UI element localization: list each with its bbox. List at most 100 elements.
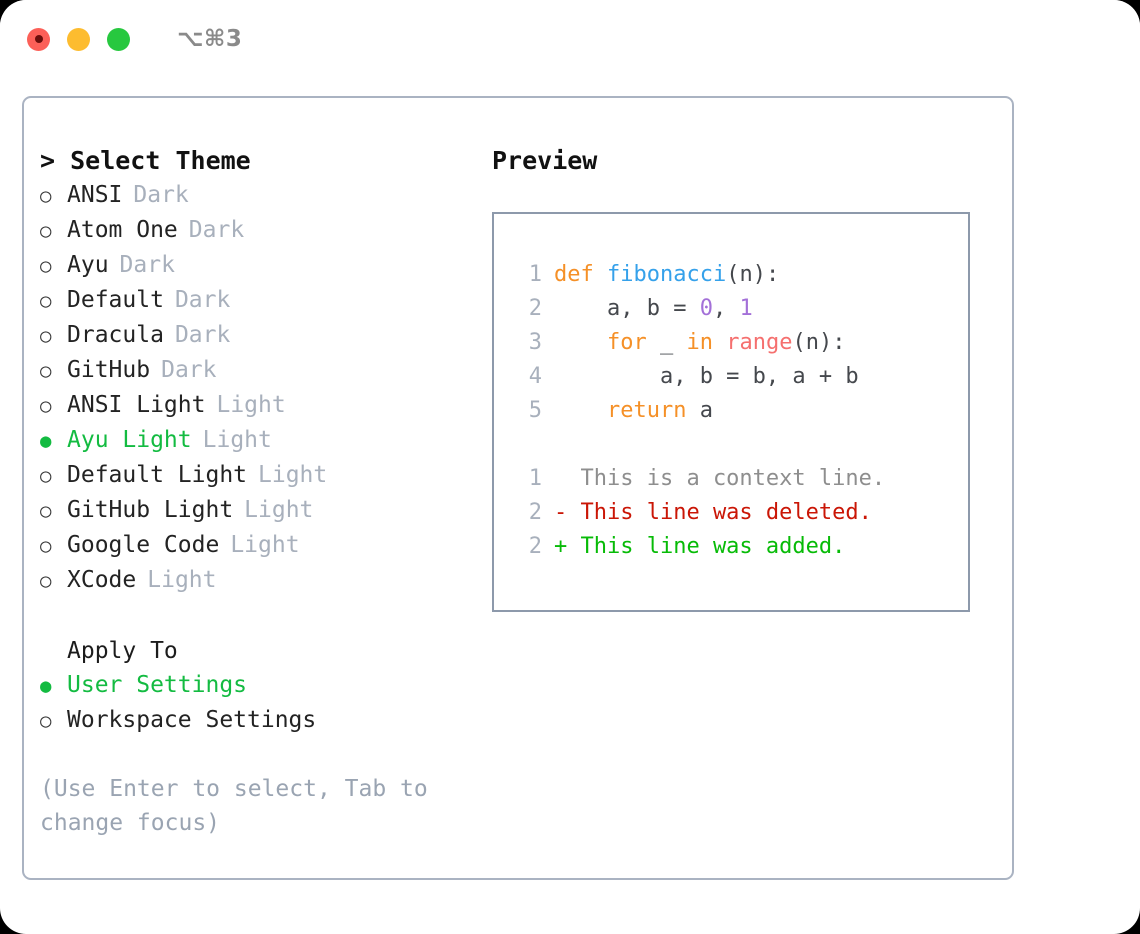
theme-option-label: Google Code bbox=[67, 532, 220, 558]
theme-option-label: XCode bbox=[67, 567, 137, 593]
theme-option-tag: Dark bbox=[161, 357, 217, 383]
theme-option-label: Default Light bbox=[67, 462, 248, 488]
theme-option-ansi[interactable]: ○ ANSI Dark bbox=[40, 178, 492, 213]
theme-option-label: ANSI bbox=[67, 182, 123, 208]
recording-dot-icon bbox=[34, 35, 43, 43]
preview-heading: Preview bbox=[492, 146, 598, 175]
radio-selected-icon: ● bbox=[40, 675, 52, 697]
theme-option-github[interactable]: ○ GitHub Dark bbox=[40, 353, 492, 388]
apply-to-option-list: ●User Settings ○ Workspace Settings bbox=[40, 668, 492, 738]
code-line-text: def fibonacci(n): bbox=[554, 258, 779, 292]
traffic-lights bbox=[27, 27, 130, 51]
theme-option-label: Atom One bbox=[67, 217, 178, 243]
diff-line: 1 This is a context line. bbox=[508, 462, 968, 496]
section-spacer bbox=[40, 598, 492, 634]
theme-option-label: Default bbox=[67, 287, 164, 313]
apply-to-heading: Apply To bbox=[67, 638, 178, 664]
code-token bbox=[554, 330, 607, 355]
code-token: range bbox=[726, 330, 793, 355]
code-token: in bbox=[686, 330, 713, 355]
diff-line-text: - This line was deleted. bbox=[554, 500, 872, 525]
radio-unselected-icon: ○ bbox=[40, 360, 52, 382]
theme-option-tag: Light bbox=[230, 532, 300, 558]
theme-option-ansi-light[interactable]: ○ ANSI Light Light bbox=[40, 388, 492, 423]
code-line-text: a, b = 0, 1 bbox=[554, 292, 753, 326]
diff-line-text: + This line was added. bbox=[554, 534, 846, 559]
theme-option-tag: Light bbox=[244, 497, 314, 523]
theme-option-xcode[interactable]: ○ XCode Light bbox=[40, 563, 492, 598]
radio-unselected-icon: ○ bbox=[40, 710, 52, 732]
code-line: 4 a, b = b, a + b bbox=[508, 360, 968, 394]
code-line-number: 1 bbox=[528, 262, 542, 287]
radio-unselected-icon: ○ bbox=[40, 465, 52, 487]
keyboard-hint: (Use Enter to select, Tab to change focu… bbox=[40, 776, 442, 836]
code-line-number: 2 bbox=[528, 296, 542, 321]
diff-line-text: This is a context line. bbox=[554, 466, 886, 491]
code-token bbox=[554, 398, 607, 423]
minimize-button[interactable] bbox=[67, 27, 90, 51]
code-diff-spacer bbox=[508, 428, 968, 462]
apply-to-option-workspace-settings[interactable]: ○ Workspace Settings bbox=[40, 703, 492, 738]
code-line-number: 3 bbox=[528, 330, 542, 355]
apply-to-option-label: Workspace Settings bbox=[67, 707, 317, 733]
code-line: 1 def fibonacci(n): bbox=[508, 258, 968, 292]
theme-option-tag: Dark bbox=[188, 217, 245, 243]
radio-unselected-icon: ○ bbox=[40, 290, 52, 312]
theme-option-google-code[interactable]: ○ Google Code Light bbox=[40, 528, 492, 563]
code-token: for bbox=[606, 330, 647, 355]
code-token: , bbox=[712, 296, 740, 321]
radio-unselected-icon: ○ bbox=[40, 185, 52, 207]
diff-line-number: 2 bbox=[528, 534, 542, 559]
theme-option-tag: Dark bbox=[174, 287, 231, 313]
code-token: 1 bbox=[739, 296, 753, 321]
radio-unselected-icon: ○ bbox=[40, 535, 52, 557]
theme-option-tag: Dark bbox=[174, 322, 231, 348]
code-line-number: 5 bbox=[528, 398, 542, 423]
apply-to-option-user-settings[interactable]: ●User Settings bbox=[40, 668, 492, 703]
code-token: _ bbox=[646, 330, 687, 355]
radio-unselected-icon: ○ bbox=[40, 395, 52, 417]
zoom-button[interactable] bbox=[107, 27, 130, 51]
code-token: (n): bbox=[726, 262, 780, 287]
theme-option-label: Dracula bbox=[67, 322, 164, 348]
theme-option-label: Ayu bbox=[67, 252, 109, 278]
close-button[interactable] bbox=[27, 27, 50, 51]
theme-option-tag: Dark bbox=[119, 252, 175, 278]
code-line-text: for _ in range(n): bbox=[554, 326, 845, 360]
theme-option-label: Ayu Light bbox=[67, 427, 192, 453]
theme-option-label: GitHub Light bbox=[67, 497, 234, 523]
code-token: a, b = bbox=[554, 296, 700, 321]
radio-unselected-icon: ○ bbox=[40, 570, 52, 592]
title-bar: ⌥⌘3 bbox=[0, 0, 1140, 78]
theme-option-tag: Light bbox=[147, 567, 217, 593]
diff-sample: 1 This is a context line. 2 - This line wa… bbox=[508, 462, 968, 564]
theme-option-default[interactable]: ○ Default Dark bbox=[40, 283, 492, 318]
code-line: 2 a, b = 0, 1 bbox=[508, 292, 968, 326]
diff-line: 2 - This line was deleted. bbox=[508, 496, 968, 530]
code-token: 0 bbox=[699, 296, 713, 321]
theme-option-label: ANSI Light bbox=[67, 392, 206, 418]
select-theme-heading: > Select Theme bbox=[40, 146, 251, 175]
code-token: (n): bbox=[792, 330, 846, 355]
theme-option-tag: Dark bbox=[133, 182, 189, 208]
theme-option-label: GitHub bbox=[67, 357, 151, 383]
code-token: return bbox=[606, 398, 687, 423]
diff-line-number: 1 bbox=[528, 466, 542, 491]
code-token: def bbox=[554, 262, 607, 287]
diff-line-number: 2 bbox=[528, 500, 542, 525]
window-title: ⌥⌘3 bbox=[177, 26, 243, 52]
theme-option-tag: Light bbox=[216, 392, 286, 418]
radio-unselected-icon: ○ bbox=[40, 500, 52, 522]
theme-option-github-light[interactable]: ○ GitHub Light Light bbox=[40, 493, 492, 528]
